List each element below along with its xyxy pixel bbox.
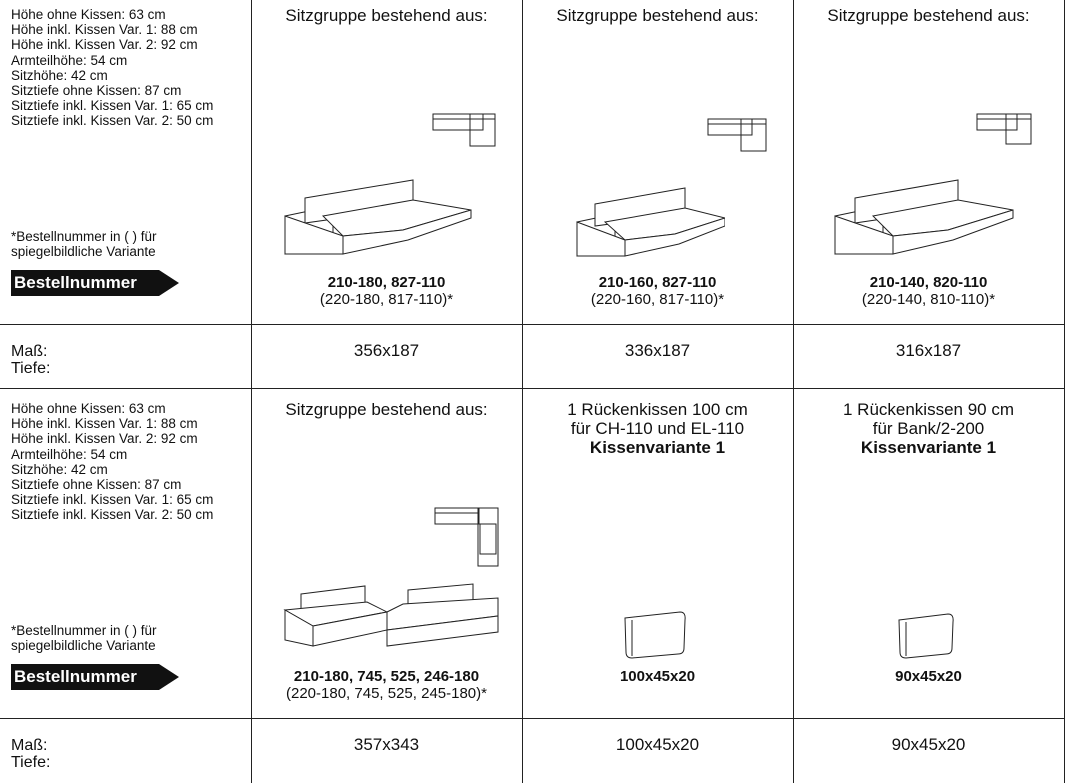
dimension-value: 356x187 xyxy=(353,341,420,360)
dimension-value: 336x187 xyxy=(624,341,691,360)
note-line: spiegelbildliche Variante xyxy=(11,244,156,259)
badge-label: Bestellnummer xyxy=(14,667,137,686)
floorplan-icon xyxy=(976,113,1032,145)
dimension-labels: Maß:Tiefe: xyxy=(11,737,50,771)
spec: Sitzhöhe: 42 cm xyxy=(11,67,108,83)
heading-line: für Bank/2-200 xyxy=(872,419,985,438)
order-number: 210-140, 820-110 xyxy=(869,274,988,291)
spec: Sitztiefe ohne Kissen: 87 cm xyxy=(11,83,182,99)
order-number: 210-180, 745, 525, 246-180 xyxy=(293,668,480,685)
order-code: 210-140, 820-110(220-140, 810-110)* xyxy=(793,274,1064,308)
cushion-illustration xyxy=(898,613,954,659)
sofa-illustration xyxy=(576,187,725,257)
divider xyxy=(0,388,1064,389)
divider xyxy=(522,0,523,783)
floorplan-icon xyxy=(434,507,499,567)
cell-heading: Sitzgruppe bestehend aus: xyxy=(285,6,488,25)
divider xyxy=(1064,0,1065,783)
spec: Höhe inkl. Kissen Var. 1: 88 cm xyxy=(11,416,198,432)
spec: Armteilhöhe: 54 cm xyxy=(11,446,128,462)
badge-label: Bestellnummer xyxy=(14,273,137,292)
divider xyxy=(793,0,794,783)
mirror-order-number: (220-160, 817-110)* xyxy=(590,291,725,308)
mirror-order-number: (220-180, 745, 525, 245-180)* xyxy=(286,685,487,702)
cell-heading: Sitzgruppe bestehend aus: xyxy=(251,400,522,419)
spec: Höhe inkl. Kissen Var. 1: 88 cm xyxy=(11,22,198,38)
order-number: 100x45x20 xyxy=(619,668,696,685)
cushion-variant: Kissenvariante 1 xyxy=(589,438,726,457)
dimension-value: 90x45x20 xyxy=(891,735,966,754)
spec: Höhe inkl. Kissen Var. 2: 92 cm xyxy=(11,37,198,53)
spec: Höhe ohne Kissen: 63 cm xyxy=(11,401,166,416)
heading-line: 1 Rückenkissen 90 cm xyxy=(842,400,1015,419)
cushion-illustration xyxy=(624,611,686,659)
order-number-badge: Bestellnummer xyxy=(11,270,179,296)
spec: Höhe ohne Kissen: 63 cm xyxy=(11,7,166,22)
divider xyxy=(251,0,252,783)
spec: Armteilhöhe: 54 cm xyxy=(11,52,128,68)
order-code: 210-160, 827-110(220-160, 817-110)* xyxy=(522,274,793,308)
sofa-illustration xyxy=(834,179,1014,255)
spec: Höhe inkl. Kissen Var. 2: 92 cm xyxy=(11,431,198,447)
sofa-illustration xyxy=(284,179,472,255)
label-mass: Maß: xyxy=(11,343,48,360)
order-number: 210-160, 827-110 xyxy=(598,274,717,291)
note-line: *Bestellnummer in ( ) für xyxy=(11,229,157,244)
floorplan-icon xyxy=(707,118,767,152)
order-number: 210-180, 827-110 xyxy=(327,274,446,291)
dimension-value: 316x187 xyxy=(895,341,962,360)
heading-line: 1 Rückenkissen 100 cm xyxy=(567,400,748,419)
floorplan-icon xyxy=(432,113,496,147)
spec: Sitztiefe inkl. Kissen Var. 2: 50 cm xyxy=(11,507,214,523)
note-line: *Bestellnummer in ( ) für xyxy=(11,623,157,638)
spec: Sitzhöhe: 42 cm xyxy=(11,461,108,477)
label-tiefe: Tiefe: xyxy=(11,754,51,771)
order-number: 90x45x20 xyxy=(895,668,962,685)
spec: Sitztiefe ohne Kissen: 87 cm xyxy=(11,477,182,493)
heading-line: für CH-110 und EL-110 xyxy=(570,419,745,438)
label-mass: Maß: xyxy=(11,737,48,754)
dimension-value: 357x343 xyxy=(353,735,420,754)
sofa-illustration xyxy=(283,583,499,647)
mirror-order-number: (220-180, 817-110)* xyxy=(319,291,454,308)
cushion-variant: Kissenvariante 1 xyxy=(860,438,997,457)
heading-line: Sitzgruppe bestehend aus: xyxy=(285,400,488,419)
order-code: 210-180, 827-110(220-180, 817-110)* xyxy=(251,274,522,308)
spec: Sitztiefe inkl. Kissen Var. 1: 65 cm xyxy=(11,492,214,508)
dimension-labels: Maß:Tiefe: xyxy=(11,343,50,377)
divider xyxy=(0,718,1064,719)
order-code: 210-180, 745, 525, 246-180(220-180, 745,… xyxy=(251,668,522,702)
cell-heading: Sitzgruppe bestehend aus: xyxy=(827,6,1030,25)
label-tiefe: Tiefe: xyxy=(11,360,51,377)
mirror-order-number: (220-140, 810-110)* xyxy=(861,291,996,308)
spec: Sitztiefe inkl. Kissen Var. 2: 50 cm xyxy=(11,113,214,129)
order-code: 90x45x20 xyxy=(793,668,1064,685)
dimension-value: 100x45x20 xyxy=(615,735,700,754)
divider xyxy=(0,324,1064,325)
cell-heading: Sitzgruppe bestehend aus: xyxy=(556,6,759,25)
order-number-badge: Bestellnummer xyxy=(11,664,179,690)
note-line: spiegelbildliche Variante xyxy=(11,638,156,653)
spec: Sitztiefe inkl. Kissen Var. 1: 65 cm xyxy=(11,98,214,114)
order-code: 100x45x20 xyxy=(522,668,793,685)
